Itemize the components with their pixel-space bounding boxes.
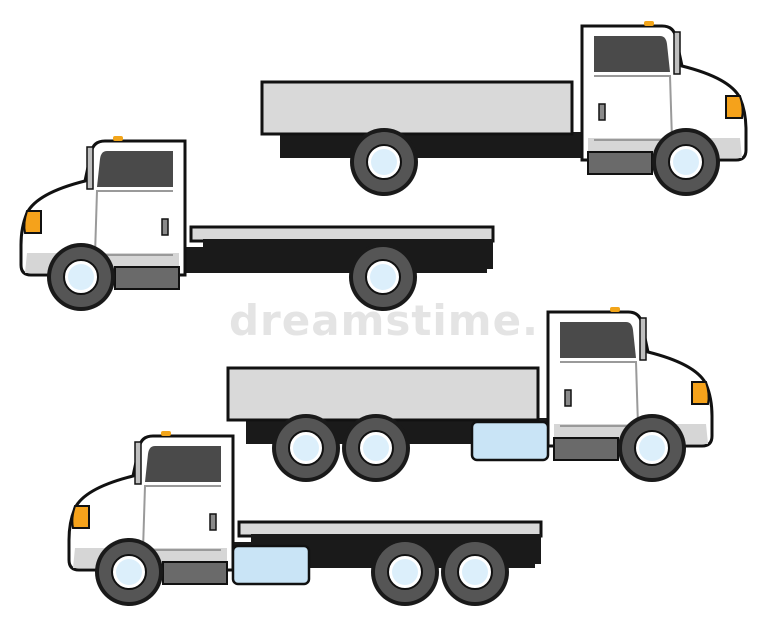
box-bed-truck-right xyxy=(260,21,748,196)
hub xyxy=(293,435,319,461)
door-handle xyxy=(209,513,217,531)
hub xyxy=(392,559,418,585)
rear-wheel-2 xyxy=(342,414,410,482)
cab-window xyxy=(97,151,173,187)
side-mirror xyxy=(673,31,681,75)
hub xyxy=(116,559,142,585)
hub xyxy=(371,149,397,175)
side-mirror xyxy=(639,317,647,361)
cab-step xyxy=(587,151,653,175)
front-wheel xyxy=(652,128,720,196)
hub xyxy=(462,559,488,585)
hub xyxy=(673,149,699,175)
door-handle xyxy=(161,218,169,236)
bed-frame xyxy=(203,239,493,269)
cab-window xyxy=(145,446,221,482)
side-mirror xyxy=(134,441,142,485)
cargo-bed xyxy=(260,80,574,136)
door-outline xyxy=(594,75,674,141)
chassis-frame xyxy=(280,132,610,158)
door-outline xyxy=(93,190,173,256)
roof-marker-light xyxy=(610,307,620,312)
flatbed-tandem-truck-left xyxy=(67,431,543,606)
door-outline xyxy=(141,485,221,551)
hub xyxy=(370,264,396,290)
cab xyxy=(67,431,235,585)
headlight xyxy=(23,210,42,234)
cab-step xyxy=(553,437,619,461)
rear-wheel xyxy=(350,128,418,196)
cab xyxy=(580,21,748,175)
flatbed-truck-left xyxy=(19,136,495,311)
side-mirror xyxy=(86,146,94,190)
front-wheel xyxy=(95,538,163,606)
hub xyxy=(363,435,389,461)
door-handle xyxy=(564,389,572,407)
front-wheel xyxy=(47,243,115,311)
door-outline xyxy=(560,361,640,427)
rear-wheel xyxy=(349,243,417,311)
front-wheel xyxy=(618,414,686,482)
cab xyxy=(546,307,714,461)
cab-window xyxy=(560,322,636,358)
fuel-tank xyxy=(231,544,311,586)
cab-window xyxy=(594,36,670,72)
flat-bed xyxy=(237,520,543,538)
cargo-bed xyxy=(226,366,540,422)
rear-wheel-2 xyxy=(371,538,439,606)
cab-step xyxy=(114,266,180,290)
rear-wheel-1 xyxy=(272,414,340,482)
headlight xyxy=(725,95,744,119)
roof-marker-light xyxy=(161,431,171,436)
hub xyxy=(68,264,94,290)
roof-marker-light xyxy=(113,136,123,141)
roof-marker-light xyxy=(644,21,654,26)
headlight xyxy=(691,381,710,405)
door-handle xyxy=(598,103,606,121)
box-bed-tandem-truck-right xyxy=(226,307,714,482)
headlight xyxy=(71,505,90,529)
cab-step xyxy=(162,561,228,585)
hub xyxy=(639,435,665,461)
rear-wheel-1 xyxy=(441,538,509,606)
fuel-tank xyxy=(470,420,550,462)
flat-bed xyxy=(189,225,495,243)
